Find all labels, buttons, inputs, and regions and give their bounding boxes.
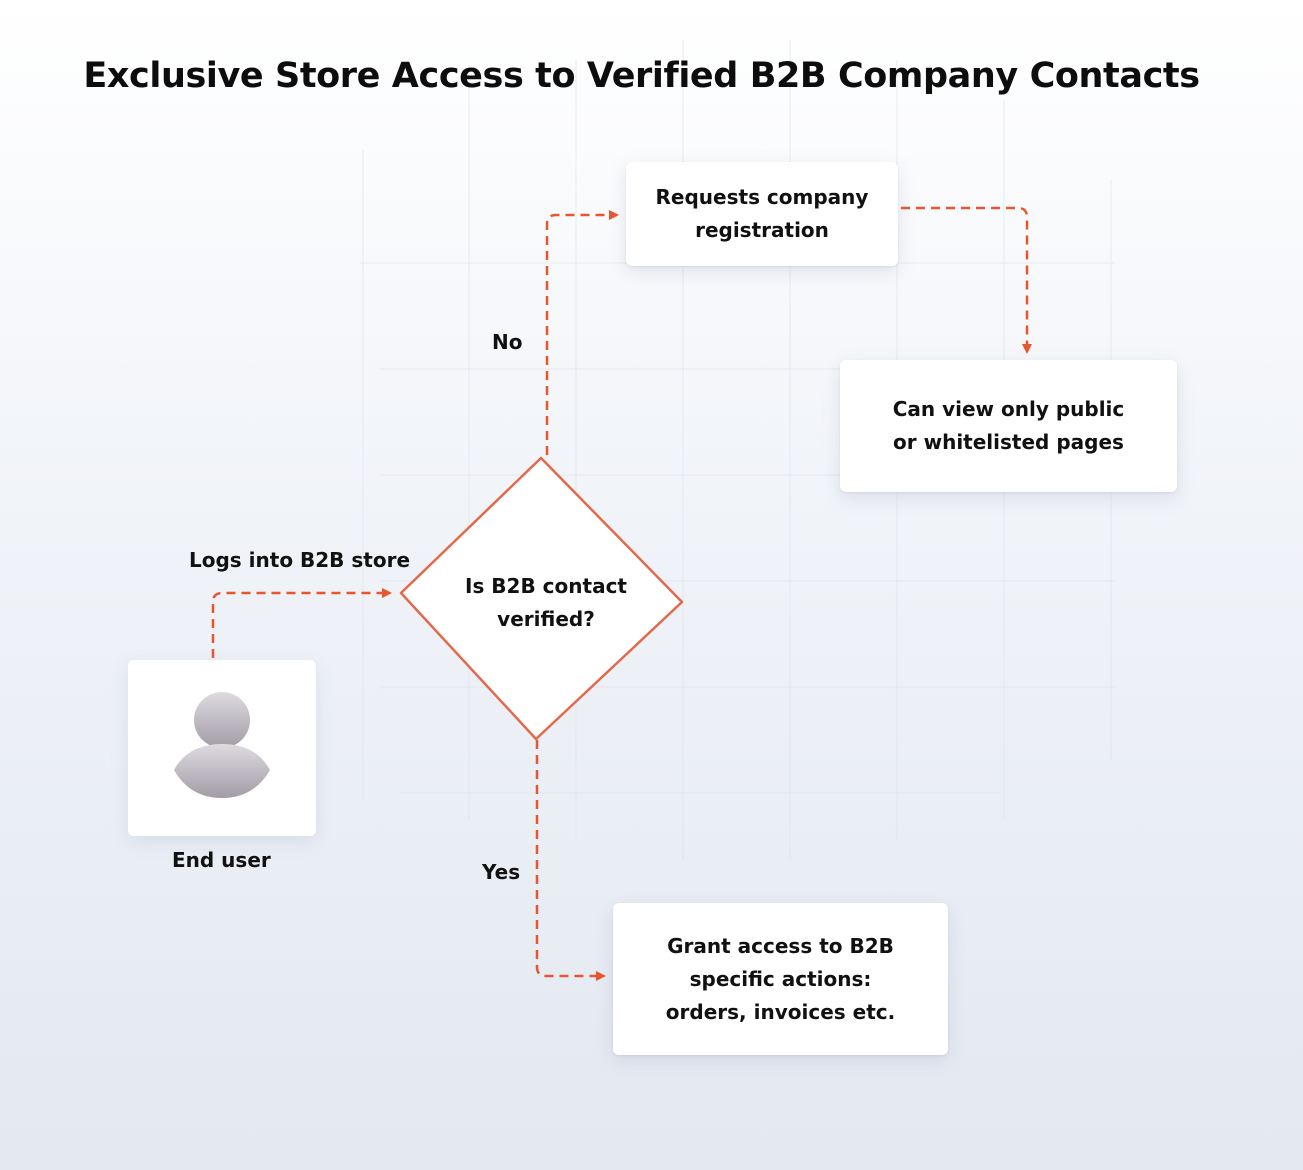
grant-access-label: Grant access to B2B specific actions: or…	[665, 933, 896, 1024]
end-user-card	[128, 660, 316, 836]
user-icon	[174, 692, 270, 798]
edge-yes	[535, 740, 606, 981]
decision-label: Is B2B contact verified?	[465, 574, 627, 631]
view-public-box: Can view only public or whitelisted page…	[840, 360, 1177, 492]
end-user-label: End user	[172, 848, 271, 872]
view-public-label: Can view only public or whitelisted page…	[892, 397, 1125, 454]
edge-login-label: Logs into B2B store	[189, 548, 411, 572]
request-registration-box: Requests company registration	[626, 162, 898, 266]
decision-diamond	[399, 456, 684, 741]
edge-registration-to-view	[901, 206, 1032, 354]
request-registration-label: Requests company registration	[655, 185, 869, 242]
edge-no	[545, 210, 619, 455]
edge-login	[211, 588, 392, 658]
grant-access-box: Grant access to B2B specific actions: or…	[613, 903, 948, 1055]
diagram-title: Exclusive Store Access to Verified B2B C…	[83, 56, 1200, 96]
edge-yes-label: Yes	[482, 860, 521, 884]
edge-no-label: No	[492, 330, 523, 354]
